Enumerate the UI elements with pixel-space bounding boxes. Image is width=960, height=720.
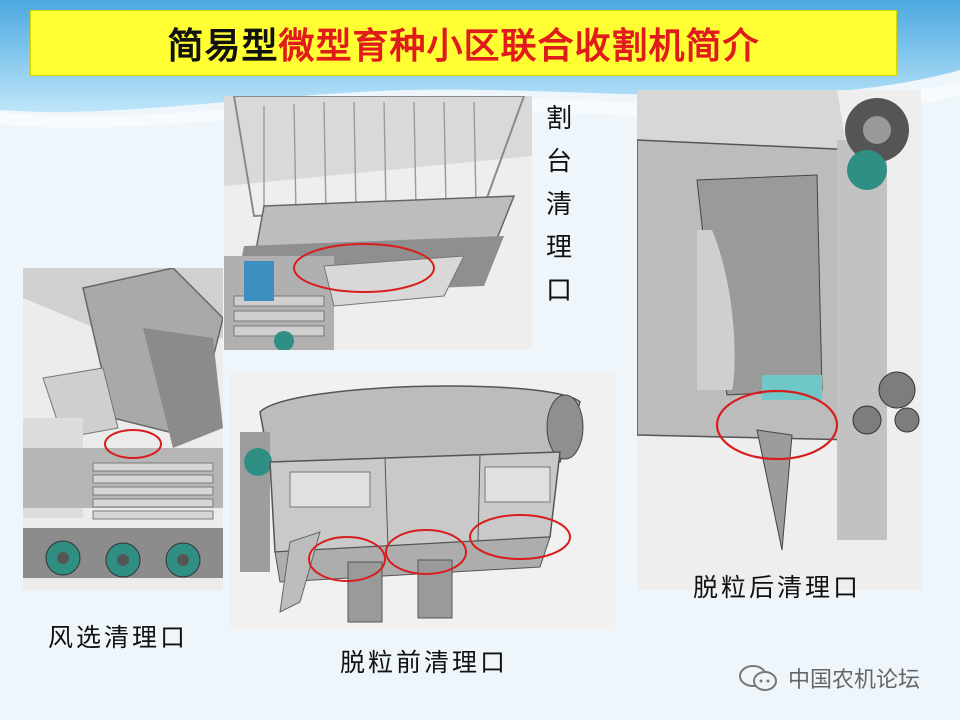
wind-cleaning-caption: 风选清理口 [48,623,189,652]
slide-title: 简易型微型育种小区联合收割机简介 [30,10,897,76]
watermark-text: 中国农机论坛 [788,668,921,693]
wind-cleaning-photo [23,268,223,590]
header-cleaning-char-4: 理 [545,233,572,263]
header-photo [224,96,532,350]
title-highlight: 微型育种小区联合收割机简介 [278,25,760,67]
header-cleaning-char-1: 割 [545,104,572,134]
pre-threshing-photo [230,372,615,630]
header-cleaning-char-5: 口 [545,276,572,306]
header-cleaning-char-3: 清 [545,190,572,220]
post-threshing-caption: 脱粒后清理口 [693,573,862,602]
header-cleaning-caption: 割 台 清 理 口 [541,104,577,306]
pre-threshing-caption: 脱粒前清理口 [340,648,509,677]
header-cleaning-char-2: 台 [545,147,572,177]
watermark: 中国农机论坛 [738,662,920,694]
post-threshing-photo [637,90,921,590]
chat-bubbles-icon [739,665,777,691]
title-prefix: 简易型 [167,25,279,67]
